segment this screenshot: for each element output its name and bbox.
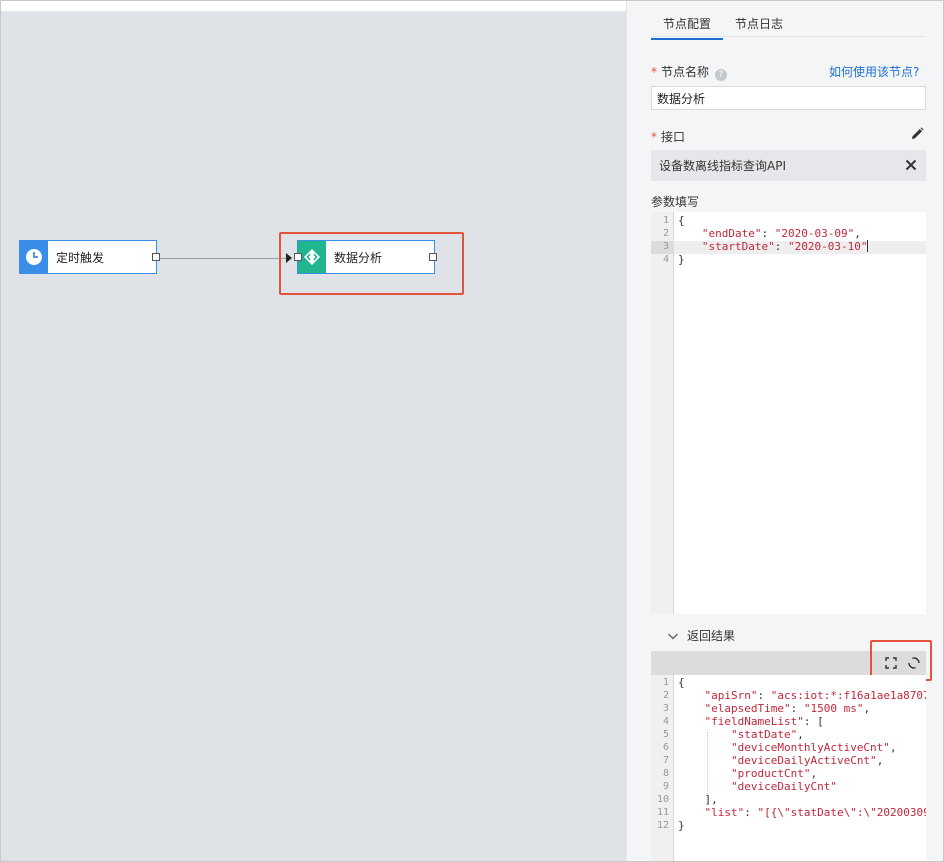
clock-icon <box>26 249 42 265</box>
line-number: 11 <box>656 807 669 818</box>
node-timer-label: 定时触发 <box>56 250 105 265</box>
code-line: "statDate", <box>730 728 804 741</box>
active-line-gutter <box>651 241 674 254</box>
node-data-analysis[interactable]: 数据分析 <box>294 240 437 274</box>
result-section-toggle[interactable]: 返回结果 <box>667 627 735 644</box>
canvas-top-strip <box>1 1 626 12</box>
params-code-editor[interactable]: 1 { 2 "endDate": "2020-03-09", 3 "startD… <box>651 212 926 614</box>
chevron-down-icon <box>668 633 678 639</box>
line-number: 8 <box>662 768 669 779</box>
interface-value: 设备数离线指标查询API <box>659 159 786 173</box>
interface-label: * 接口 <box>651 128 685 145</box>
editor-gutter <box>651 212 674 614</box>
line-number: 4 <box>662 254 669 265</box>
code-line: { <box>678 676 685 689</box>
flow-canvas[interactable]: 定时触发 数据分析 <box>1 12 626 861</box>
line-number: 1 <box>662 215 669 226</box>
node-analysis-output-port[interactable] <box>429 253 437 261</box>
result-label: 返回结果 <box>687 629 736 643</box>
result-code-viewer[interactable]: 1 { 2 "apiSrn": "acs:iot:*:f16a1ae1a8707… <box>651 675 926 861</box>
code-line: "startDate": "2020-03-10" <box>701 240 869 253</box>
code-line: "list": "[{\"statDate\":\"20200309" <box>704 806 927 819</box>
node-analysis-label: 数据分析 <box>334 250 383 265</box>
node-name-label-text: 节点名称 <box>661 65 710 79</box>
line-number: 3 <box>662 241 669 252</box>
config-panel: 节点配置 节点日志 * 节点名称? 如何使用该节点? * 接口 设备数离线指标查询A… <box>626 1 943 861</box>
code-line: "fieldNameList": [ <box>704 715 824 728</box>
flow-link[interactable] <box>160 258 288 259</box>
line-number: 4 <box>662 716 669 727</box>
line-number: 7 <box>662 755 669 766</box>
interface-value-box[interactable]: 设备数离线指标查询API <box>651 150 926 181</box>
node-name-input[interactable] <box>651 86 926 110</box>
code-line: "apiSrn": "acs:iot:*:f16a1ae1a8707" <box>704 689 927 702</box>
node-timer-trigger[interactable]: 定时触发 <box>19 240 160 274</box>
flow-link-arrow <box>286 253 292 263</box>
edit-icon[interactable] <box>909 126 925 142</box>
code-line: "endDate": "2020-03-09", <box>701 227 861 240</box>
line-number: 1 <box>662 677 669 688</box>
how-to-use-link[interactable]: 如何使用该节点? <box>829 65 920 79</box>
node-timer-badge <box>20 241 48 273</box>
line-number: 9 <box>662 781 669 792</box>
line-number: 2 <box>662 690 669 701</box>
line-number: 2 <box>662 228 669 239</box>
node-analysis-input-port[interactable] <box>294 253 302 261</box>
code-icon <box>304 249 320 265</box>
result-toolbar <box>651 651 926 675</box>
params-label: 参数填写 <box>651 195 700 209</box>
fullscreen-icon[interactable] <box>884 656 898 670</box>
tab-node-config[interactable]: 节点配置 <box>651 11 724 40</box>
code-line: "elapsedTime": "1500 ms", <box>704 702 871 715</box>
result-gutter <box>651 675 674 861</box>
line-number: 5 <box>662 729 669 740</box>
node-name-label: * 节点名称? <box>651 63 728 81</box>
text-cursor <box>867 240 869 252</box>
line-number: 6 <box>662 742 669 753</box>
tab-node-log[interactable]: 节点日志 <box>735 17 784 31</box>
active-line <box>674 241 926 254</box>
code-line: { <box>678 214 685 227</box>
code-line: "deviceMonthlyActiveCnt", <box>730 741 897 754</box>
code-line: "deviceDailyActiveCnt", <box>730 754 884 767</box>
required-mark: * <box>651 65 657 79</box>
line-number: 10 <box>656 794 669 805</box>
code-line: "productCnt", <box>730 767 818 780</box>
interface-label-text: 接口 <box>661 130 686 144</box>
help-icon[interactable]: ? <box>715 69 728 81</box>
refresh-icon[interactable] <box>907 656 921 670</box>
indent-guide <box>707 732 708 804</box>
node-timer-output-port[interactable] <box>152 253 160 261</box>
tabs-divider <box>651 36 926 37</box>
node-highlight-box <box>279 232 464 295</box>
code-line: } <box>678 819 685 832</box>
node-analysis-badge <box>298 241 326 273</box>
line-number: 12 <box>656 820 669 831</box>
close-icon[interactable] <box>904 158 918 172</box>
required-mark: * <box>651 130 657 144</box>
code-line: ], <box>704 793 718 806</box>
panel-tabs: 节点配置 节点日志 <box>651 11 795 40</box>
line-number: 3 <box>662 703 669 714</box>
code-line: } <box>678 253 685 266</box>
code-line: "deviceDailyCnt" <box>730 780 837 793</box>
